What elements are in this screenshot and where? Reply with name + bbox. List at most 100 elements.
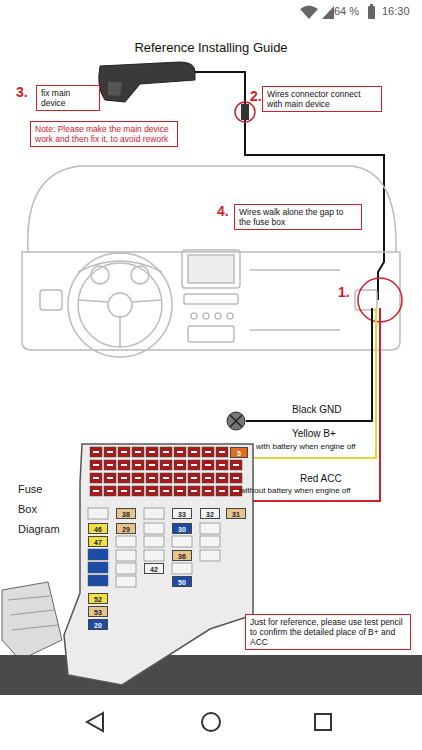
status-bar-part	[300, 6, 318, 20]
fuse-mark	[107, 451, 113, 453]
fuse-cell: 29	[116, 523, 136, 534]
fuse-mark	[135, 490, 141, 492]
wire-connector-part	[235, 102, 255, 122]
fuse-mark	[219, 464, 225, 466]
fuse-mark	[93, 477, 99, 479]
dashcam-device	[99, 62, 195, 102]
fuse	[174, 486, 186, 496]
fuse	[230, 473, 242, 483]
fuse	[174, 473, 186, 483]
fuse	[88, 575, 108, 586]
box-heading: Fuse Box Diagram	[18, 479, 64, 539]
fuse	[118, 447, 130, 457]
fuse-box-bracket-part	[8, 596, 58, 630]
car-interior-part	[182, 250, 240, 288]
node-text: Wires connector connect with main device	[267, 89, 377, 109]
fuse-box: Fuse Box Diagram538333231462930473642505…	[60, 443, 255, 693]
fuse-mark	[135, 451, 141, 453]
fuse-box-shell	[64, 444, 253, 685]
fuse	[172, 536, 192, 547]
node-text: Note: Please make the main device work a…	[35, 124, 173, 144]
fuse	[202, 460, 214, 470]
fuse	[146, 460, 158, 470]
node-text: 47	[89, 537, 107, 548]
fuse-cell: 46	[88, 523, 108, 534]
wires-part	[253, 308, 380, 501]
fuse-mark	[205, 477, 211, 479]
fuse-cell: 38	[116, 508, 136, 519]
fuse-mark	[191, 464, 197, 466]
callout-box: Wires connector connect with main device	[262, 86, 382, 112]
fuse-mark	[177, 464, 183, 466]
car-interior-part	[184, 294, 238, 304]
node-text: fix main device	[41, 88, 95, 108]
fuse	[160, 473, 172, 483]
fuse-cell: 5	[230, 447, 248, 458]
fuse	[90, 447, 102, 457]
navigation-bar-part	[202, 713, 220, 731]
callout-number: 2.	[250, 88, 262, 104]
node-text: 32	[201, 509, 219, 520]
wire-note: without battery when engine off	[240, 486, 351, 496]
fuse	[202, 473, 214, 483]
callout-box: Wires walk alone the gap to the fuse box	[234, 204, 362, 230]
fuse	[146, 473, 158, 483]
diagram-title: Reference Installing Guide	[0, 40, 422, 55]
fuse-mark	[121, 490, 127, 492]
fuse-cell: 52	[88, 593, 108, 604]
fuse	[160, 447, 172, 457]
fuse	[144, 536, 164, 547]
wire-name: Yellow B+	[292, 428, 336, 440]
fuse	[88, 549, 108, 560]
node-text: 31	[227, 509, 245, 520]
node-text: 29	[117, 524, 135, 535]
wires-part	[246, 308, 372, 421]
fuse-mark	[149, 451, 155, 453]
car-interior-part	[40, 290, 62, 310]
bottom-band-part	[0, 655, 422, 695]
car-interior-part	[68, 253, 172, 357]
fuse-mark	[93, 451, 99, 453]
fuse-mark	[191, 451, 197, 453]
fuse-mark	[93, 490, 99, 492]
fuse-mark	[163, 451, 169, 453]
fuse	[116, 576, 136, 587]
fuse	[188, 460, 200, 470]
fuse-mark	[177, 451, 183, 453]
fuse-mark	[219, 477, 225, 479]
navigation-bar-part	[0, 695, 422, 750]
fuse	[116, 536, 136, 547]
wire-connector	[235, 102, 255, 122]
node-text: 46	[89, 524, 107, 535]
fuse-mark	[149, 464, 155, 466]
fuse-box-bracket	[2, 582, 62, 660]
car-interior-part	[227, 313, 233, 319]
fuse-mark	[233, 490, 239, 492]
callout-number: 4.	[217, 203, 229, 219]
fuse-mark	[135, 477, 141, 479]
status-text: 64 %	[334, 5, 359, 18]
fuse-mark	[205, 464, 211, 466]
car-interior-part	[215, 313, 221, 319]
fuse-mark	[93, 464, 99, 466]
node-text: 33	[173, 509, 191, 520]
fuse-mark	[205, 490, 211, 492]
fuse	[230, 460, 242, 470]
callout-number: 3.	[16, 84, 28, 100]
node-text: 52	[89, 594, 107, 605]
fuse-mark	[233, 477, 239, 479]
navigation-bar	[0, 695, 422, 750]
fuse-mark	[219, 490, 225, 492]
fuse	[116, 563, 136, 574]
dashcam-device-part	[99, 62, 195, 102]
fuse-mark	[163, 477, 169, 479]
status-text: 16:30	[382, 5, 410, 18]
fuse	[202, 447, 214, 457]
car-interior-part	[203, 313, 209, 319]
fuse-cell: 20	[88, 619, 108, 630]
fuse	[144, 550, 164, 561]
dashcam-device-part	[108, 82, 122, 96]
fuse	[174, 460, 186, 470]
node-text: Wires walk alone the gap to the fuse box	[239, 207, 357, 227]
node-text: 53	[89, 607, 107, 618]
